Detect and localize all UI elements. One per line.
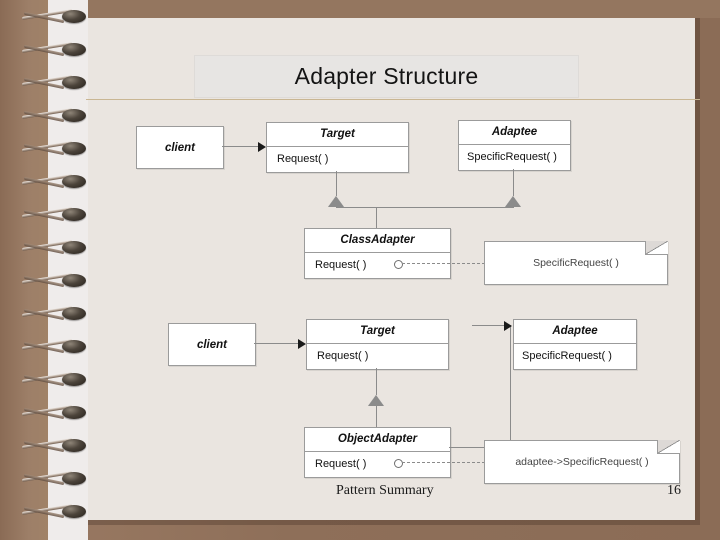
- class-adapter-adaptee-box: Adaptee SpecificRequest( ): [458, 120, 571, 171]
- spiral-ring: [22, 240, 86, 255]
- spiral-ring: [22, 339, 86, 354]
- page-shadow-bottom: [88, 520, 700, 525]
- page-title: Adapter Structure: [294, 63, 479, 89]
- object-adapter-name: ObjectAdapter: [305, 428, 450, 452]
- target-generalization-triangle: [328, 196, 344, 207]
- target-generalization-stem-2: [376, 368, 377, 395]
- adaptee-operation-2: SpecificRequest( ): [522, 350, 612, 362]
- client-to-target-line-2: [254, 343, 300, 344]
- spiral-ring: [22, 405, 86, 420]
- class-adapter-operation: Request( ): [315, 259, 367, 271]
- object-adapter-generalization-triangle: [368, 395, 384, 406]
- spiral-ring: [22, 174, 86, 189]
- title-divider: [86, 99, 700, 100]
- binder-top-strip: [0, 0, 720, 18]
- object-adapter-association-h2: [472, 325, 510, 326]
- spiral-ring: [22, 273, 86, 288]
- object-adapter-target-box: Target Request( ): [306, 319, 449, 370]
- client-label-2: client: [196, 338, 228, 351]
- spiral-ring: [22, 372, 86, 387]
- object-adapter-client-box: client: [168, 323, 256, 366]
- class-adapter-client-box: client: [136, 126, 224, 169]
- target-name-2: Target: [307, 320, 448, 344]
- object-adapter-join-stem: [376, 406, 377, 427]
- target-operation: Request( ): [277, 153, 329, 165]
- object-adapter-note-box: adaptee->SpecificRequest( ): [484, 440, 680, 484]
- adapter-structure-diagram: client Target Request( ) Adaptee Specifi…: [88, 18, 700, 520]
- spiral-ring: [22, 306, 86, 321]
- target-operation-2: Request( ): [317, 350, 369, 362]
- page-shadow-right: [695, 18, 700, 520]
- class-adapter-target-box: Target Request( ): [266, 122, 409, 173]
- object-adapter-box: ObjectAdapter Request( ): [304, 427, 451, 478]
- spiral-ring: [22, 75, 86, 90]
- class-adapter-join-stem: [376, 207, 377, 228]
- object-adapter-note-anchor: [394, 459, 403, 468]
- generalization-join-bar: [336, 207, 514, 208]
- spiral-ring: [22, 207, 86, 222]
- slide-page-number: 16: [667, 483, 681, 498]
- adaptee-name-2: Adaptee: [514, 320, 636, 344]
- class-adapter-note-link: [402, 263, 485, 264]
- client-to-target-arrowhead-2: [298, 339, 306, 349]
- spiral-ring: [22, 108, 86, 123]
- object-adapter-note-link: [402, 462, 485, 463]
- class-adapter-name: ClassAdapter: [305, 229, 450, 253]
- target-generalization-stem: [336, 171, 337, 196]
- class-adapter-note-anchor: [394, 260, 403, 269]
- spiral-ring: [22, 9, 86, 24]
- spiral-ring: [22, 141, 86, 156]
- note-fold-corner-2: [657, 440, 680, 454]
- slide-title-box: Adapter Structure: [194, 55, 579, 98]
- object-adapter-note-text: adaptee->SpecificRequest( ): [515, 456, 649, 468]
- client-label: client: [164, 141, 196, 154]
- adaptee-generalization-triangle: [505, 196, 521, 207]
- object-adapter-operation: Request( ): [315, 458, 367, 470]
- target-name: Target: [267, 123, 408, 147]
- client-to-target-arrowhead: [258, 142, 266, 152]
- adaptee-generalization-stem: [513, 169, 514, 196]
- spiral-ring: [22, 42, 86, 57]
- slide-footer-text: Pattern Summary: [336, 483, 434, 498]
- note-fold-corner: [645, 241, 668, 255]
- spiral-ring: [22, 504, 86, 519]
- object-adapter-association-v: [510, 325, 511, 447]
- object-adapter-association-arrowhead: [504, 321, 512, 331]
- object-adapter-association-h1: [449, 447, 511, 448]
- spiral-ring: [22, 438, 86, 453]
- binder-left-edge: [0, 0, 48, 540]
- adaptee-name: Adaptee: [459, 121, 570, 145]
- adaptee-operation: SpecificRequest( ): [467, 151, 557, 163]
- object-adapter-adaptee-box: Adaptee SpecificRequest( ): [513, 319, 637, 370]
- class-adapter-note-text: SpecificRequest( ): [533, 257, 619, 269]
- spiral-ring: [22, 471, 86, 486]
- class-adapter-note-box: SpecificRequest( ): [484, 241, 668, 285]
- class-adapter-box: ClassAdapter Request( ): [304, 228, 451, 279]
- client-to-target-line: [222, 146, 260, 147]
